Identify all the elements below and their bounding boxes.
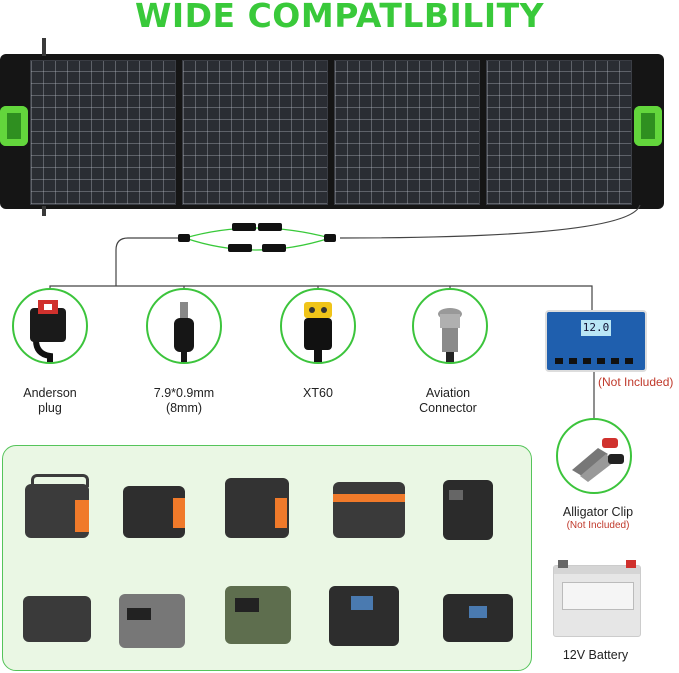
xt60-connector-icon xyxy=(304,302,332,362)
page-title: WIDE COMPATLBILITY xyxy=(134,0,545,35)
connector-circle xyxy=(12,288,88,364)
panel-handle-left xyxy=(0,106,28,146)
battery-terminal xyxy=(558,560,568,568)
connector-label: XT60 xyxy=(303,386,333,400)
connector-circle xyxy=(280,288,356,364)
battery-terminal xyxy=(626,560,636,568)
controller-not-included: (Not Included) xyxy=(598,375,674,389)
connector-circle xyxy=(412,288,488,364)
solar-cell xyxy=(182,60,328,205)
solar-cell xyxy=(30,60,176,205)
power-station-7 xyxy=(119,594,185,648)
aviation-connector-icon xyxy=(438,308,462,362)
panel-cable xyxy=(42,206,46,216)
charge-controller: 12.0 xyxy=(545,310,647,372)
dc-barrel-plug-icon xyxy=(174,302,194,362)
panel-cable xyxy=(42,38,46,56)
connector-label: 7.9*0.9mm(8mm) xyxy=(153,386,215,415)
clip-not-included: (Not Included) xyxy=(566,520,630,531)
power-station-3 xyxy=(225,478,289,538)
solar-cell xyxy=(334,60,480,205)
anderson-plug-icon xyxy=(30,300,66,362)
alligator-clip-icon xyxy=(572,438,624,482)
power-station-5 xyxy=(443,480,493,540)
power-station-1 xyxy=(25,474,89,538)
alligator-clip-label: Alligator Clip xyxy=(562,505,634,519)
alligator-clip-circle xyxy=(556,418,632,494)
battery-label: 12V Battery xyxy=(562,648,629,662)
power-station-9 xyxy=(329,586,399,646)
power-station-4 xyxy=(333,482,405,538)
controller-terminals xyxy=(555,358,635,364)
compatible-devices-panel xyxy=(2,445,532,671)
battery-12v xyxy=(553,560,641,637)
solar-cell xyxy=(486,60,632,205)
panel-handle-right xyxy=(634,106,662,146)
power-station-8 xyxy=(225,586,291,644)
controller-display: 12.0 xyxy=(581,320,611,336)
battery-label-sticker xyxy=(562,582,634,610)
solar-panel xyxy=(0,54,664,209)
power-station-10 xyxy=(443,594,513,642)
connector-circle xyxy=(146,288,222,364)
power-station-6 xyxy=(23,596,91,642)
power-station-2 xyxy=(123,486,185,538)
